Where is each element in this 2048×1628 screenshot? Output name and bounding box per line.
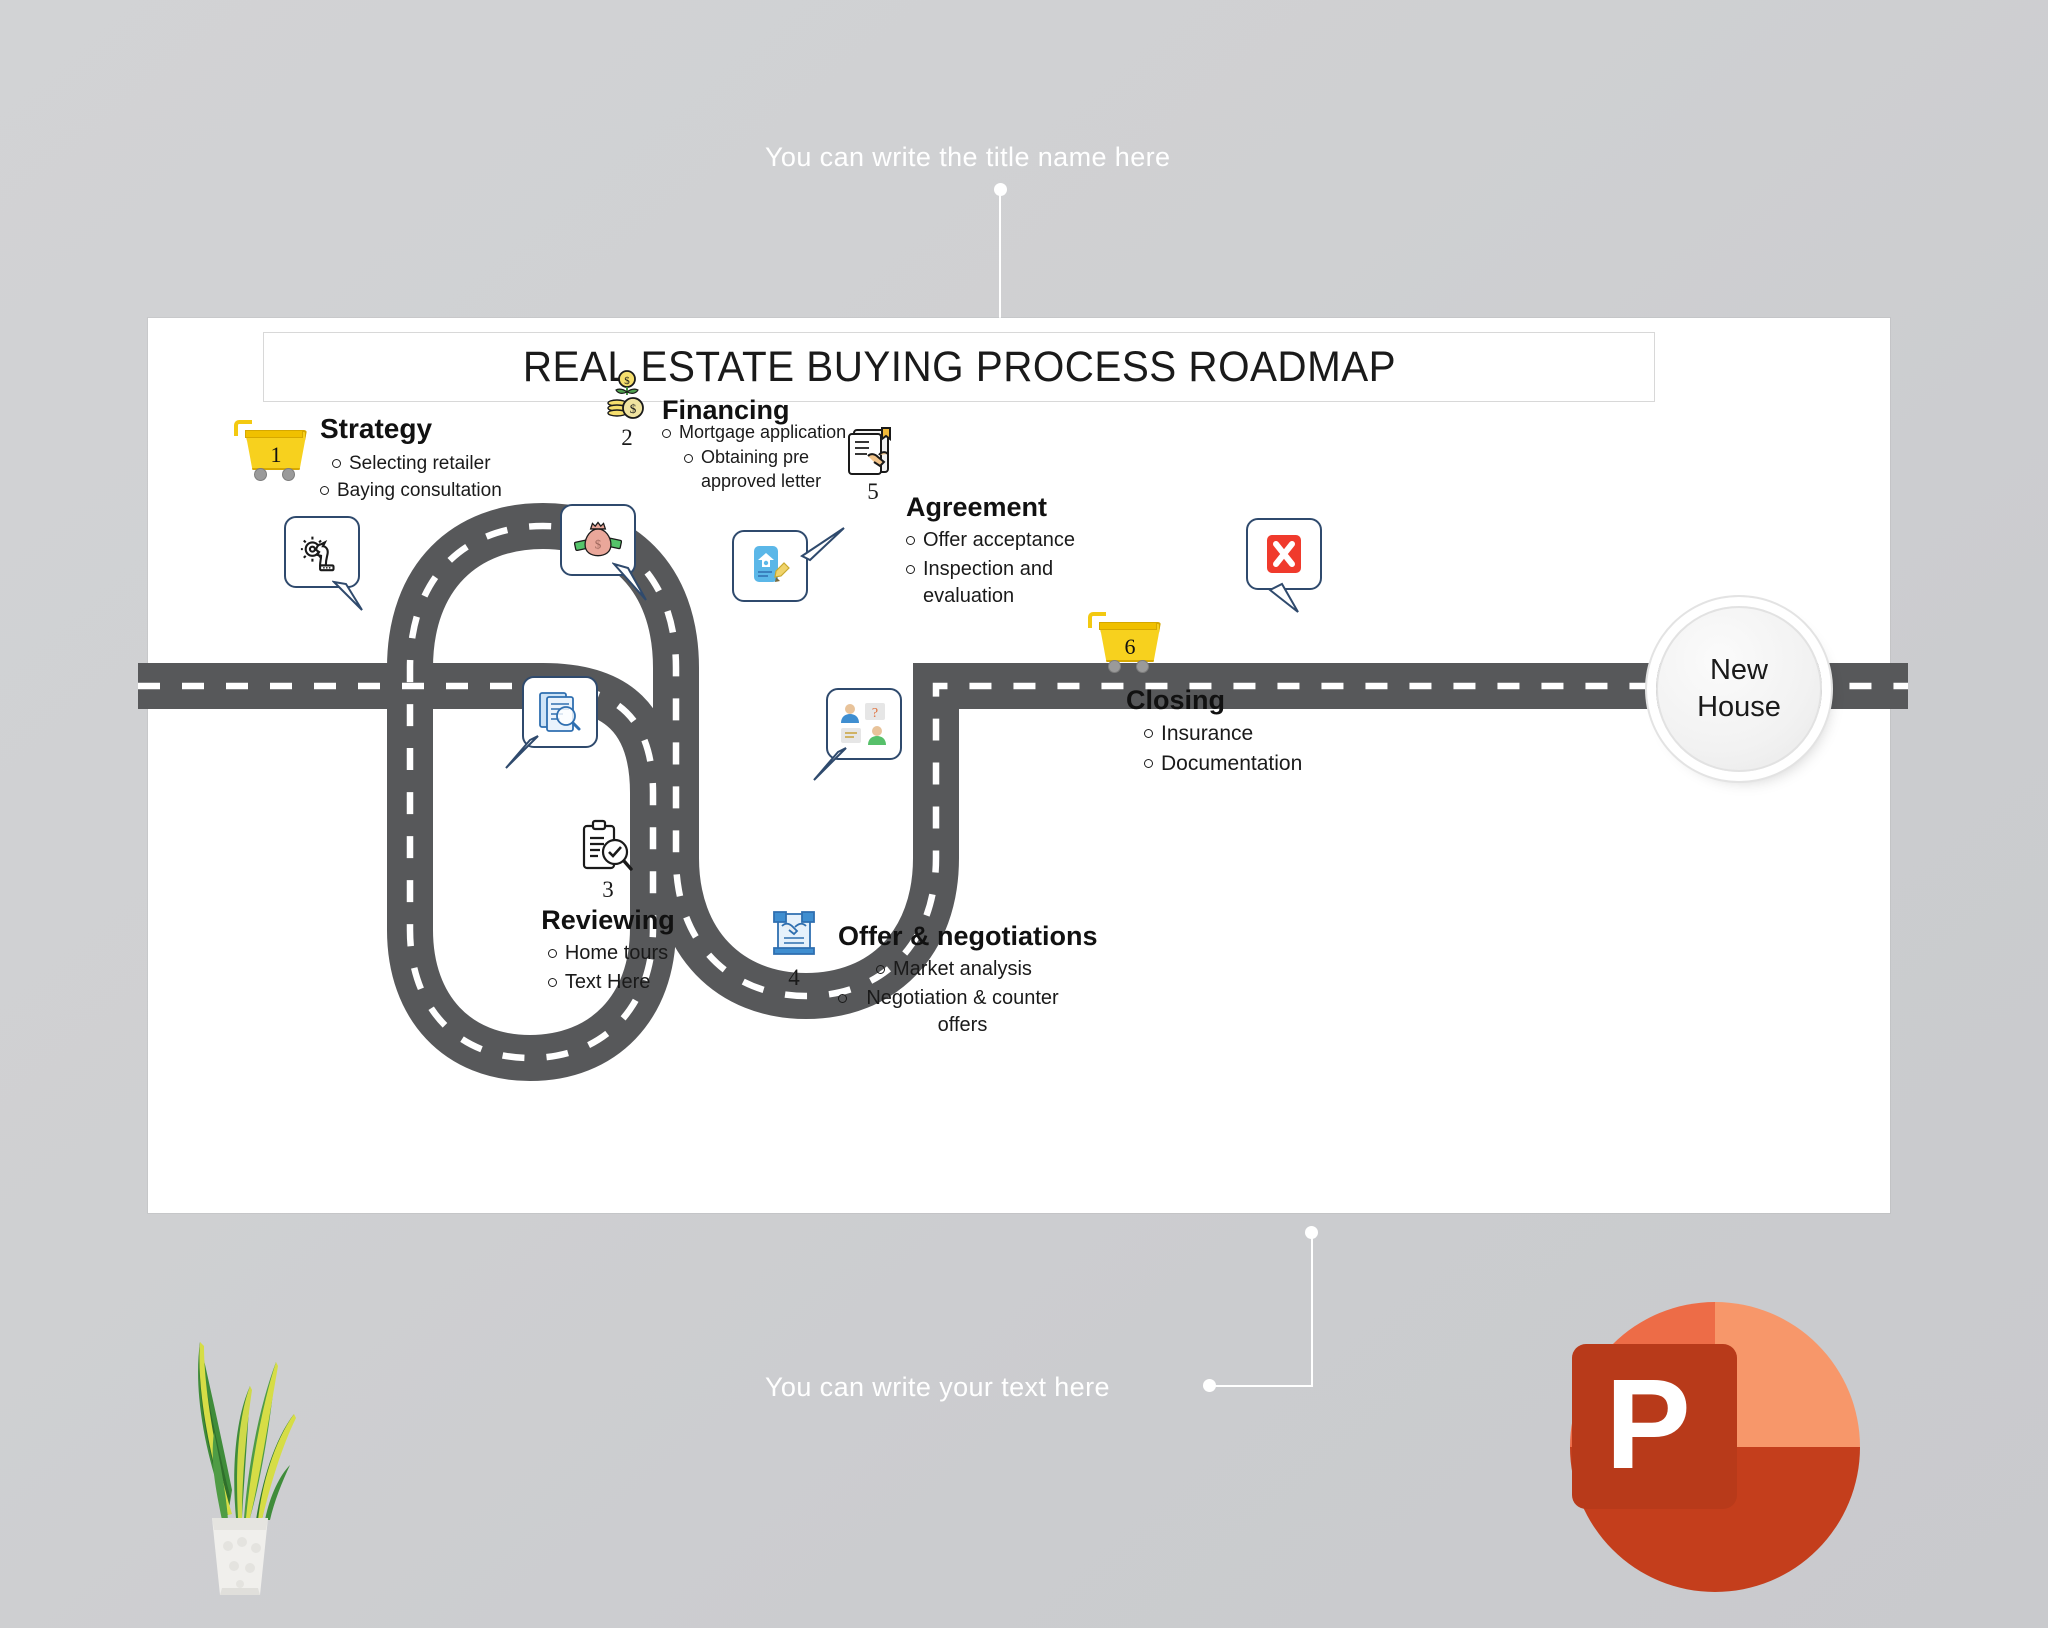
step-6-closing[interactable]: 6 Closing Insurance Documentation (1088, 610, 1408, 778)
goal-new-house[interactable]: New House (1656, 606, 1822, 772)
step-3-title: Reviewing (541, 905, 675, 935)
bubble-tail (612, 562, 647, 601)
step-6-number: 6 (1124, 634, 1136, 659)
bubble-tail (505, 735, 539, 769)
bullet-icon (320, 486, 329, 496)
step-6-bullet-2: Documentation (1161, 752, 1303, 776)
step-2-financing[interactable]: $ $ 2 (596, 370, 956, 493)
step-1-title: Strategy (320, 413, 433, 444)
step-2-title: Financing (662, 395, 790, 425)
step-4-title: Offer & negotiations (838, 921, 1098, 951)
bottom-leader-line-v (1311, 1232, 1313, 1387)
bottom-annotation-text: You can write your text here (765, 1372, 1110, 1402)
step-1-strategy[interactable]: 1 Strategy Selecting retailer Baying con… (234, 413, 564, 503)
goal-line-1: New (1709, 653, 1768, 686)
strategy-chess-gear-icon (300, 536, 335, 572)
goal-line-2: House (1697, 691, 1781, 723)
step-6-bullet-1: Insurance (1161, 721, 1254, 745)
step-3-number: 3 (602, 877, 614, 902)
step-4-bullet-2: Negotiation & counter offers (866, 986, 1059, 1036)
two-people-question-icon: ? (841, 703, 886, 745)
document-magnifier-icon-bubble[interactable] (505, 676, 598, 769)
two-people-question-icon-bubble[interactable]: ? (813, 688, 902, 781)
powerpoint-logo: P (1570, 1302, 1860, 1592)
strategy-chess-gear-icon-bubble[interactable] (284, 516, 363, 611)
clipboard-check-search-icon (582, 819, 633, 871)
bottom-leader-dot-top (1305, 1226, 1318, 1239)
bullet-icon (1144, 759, 1153, 769)
step-3-bullet-2: Text Here (564, 971, 651, 993)
document-magnifier-icon (539, 692, 581, 732)
svg-text:$: $ (630, 401, 637, 416)
step-2-bullet-2: Obtaining pre approved letter (701, 447, 822, 491)
slide-canvas[interactable]: REAL ESTATE BUYING PROCESS ROADMAP New H… (138, 318, 1908, 1213)
money-bag-cash-icon: $ (574, 521, 622, 557)
bottom-leader-line-h (1215, 1385, 1313, 1387)
step-3-bullet-1: Home tours (564, 942, 669, 964)
powerpoint-logo-letter: P (1605, 1353, 1690, 1496)
bullet-icon (906, 564, 915, 574)
signed-document-handshake-icon (848, 427, 891, 475)
bullet-icon (547, 978, 557, 987)
bullet-icon (1144, 729, 1153, 739)
top-leader-line (999, 190, 1001, 318)
step-5-title: Agreement (906, 492, 1048, 522)
red-x-cross-icon-bubble[interactable] (1246, 518, 1322, 613)
snake-plant-decoration (198, 1342, 296, 1595)
step-3-reviewing[interactable]: 3 Reviewing Home tours Text Here (478, 818, 738, 996)
shopping-cart-icon: 6 (1088, 610, 1168, 680)
page-title: REAL ESTATE BUYING PROCESS ROADMAP (522, 342, 1396, 391)
slide-title-box[interactable]: REAL ESTATE BUYING PROCESS ROADMAP (263, 332, 1655, 402)
svg-text:$: $ (595, 536, 602, 551)
shopping-cart-icon: 1 (234, 418, 314, 486)
bullet-icon (838, 993, 847, 1003)
step-4-offer-negotiations[interactable]: 4 Offer & negotiations Market analysis N… (758, 908, 1158, 1039)
step-5-bullet-1: Offer acceptance (923, 528, 1075, 551)
house-contract-pencil-icon-bubble[interactable] (732, 527, 845, 602)
bubble-tail (1268, 582, 1299, 613)
bottom-leader-dot (1203, 1379, 1216, 1392)
money-bag-cash-icon-bubble[interactable]: $ (560, 504, 647, 601)
bullet-icon (684, 454, 693, 464)
svg-text:?: ? (872, 706, 878, 721)
step-5-bullet-2: Inspection and evaluation (923, 557, 1054, 607)
bullet-icon (662, 429, 671, 439)
step-5-agreement[interactable]: 5 Agreement Offer acceptance Inspection … (838, 426, 1158, 610)
house-contract-pencil-icon (754, 546, 790, 582)
step-5-number: 5 (867, 479, 879, 504)
bubble-tail (813, 747, 847, 781)
bubble-tail (332, 580, 363, 611)
step-4-number: 4 (788, 965, 800, 990)
handshake-contract-icon (773, 911, 815, 955)
step-1-number: 1 (270, 442, 282, 467)
step-2-bullet-1: Mortgage application (679, 422, 847, 442)
money-plant-coins-icon: $ $ (607, 370, 644, 419)
step-2-number: 2 (621, 425, 633, 450)
road-surface (138, 502, 1908, 1082)
svg-text:$: $ (624, 375, 630, 387)
bullet-icon (906, 535, 915, 545)
bullet-icon (332, 459, 341, 469)
step-1-bullet-1: Selecting retailer (349, 452, 491, 474)
step-4-bullet-1: Market analysis (893, 957, 1032, 980)
bullet-icon (876, 964, 885, 974)
bubble-tail (800, 527, 845, 562)
bullet-icon (547, 949, 557, 958)
step-6-title: Closing (1126, 685, 1225, 715)
step-1-bullet-2: Baying consultation (337, 479, 502, 501)
money-plant-coins-icon-wrap: $ $ 2 (596, 370, 658, 451)
red-x-cross-icon (1267, 535, 1301, 573)
top-leader-dot (994, 183, 1007, 196)
top-annotation-text: You can write the title name here (765, 142, 1171, 172)
